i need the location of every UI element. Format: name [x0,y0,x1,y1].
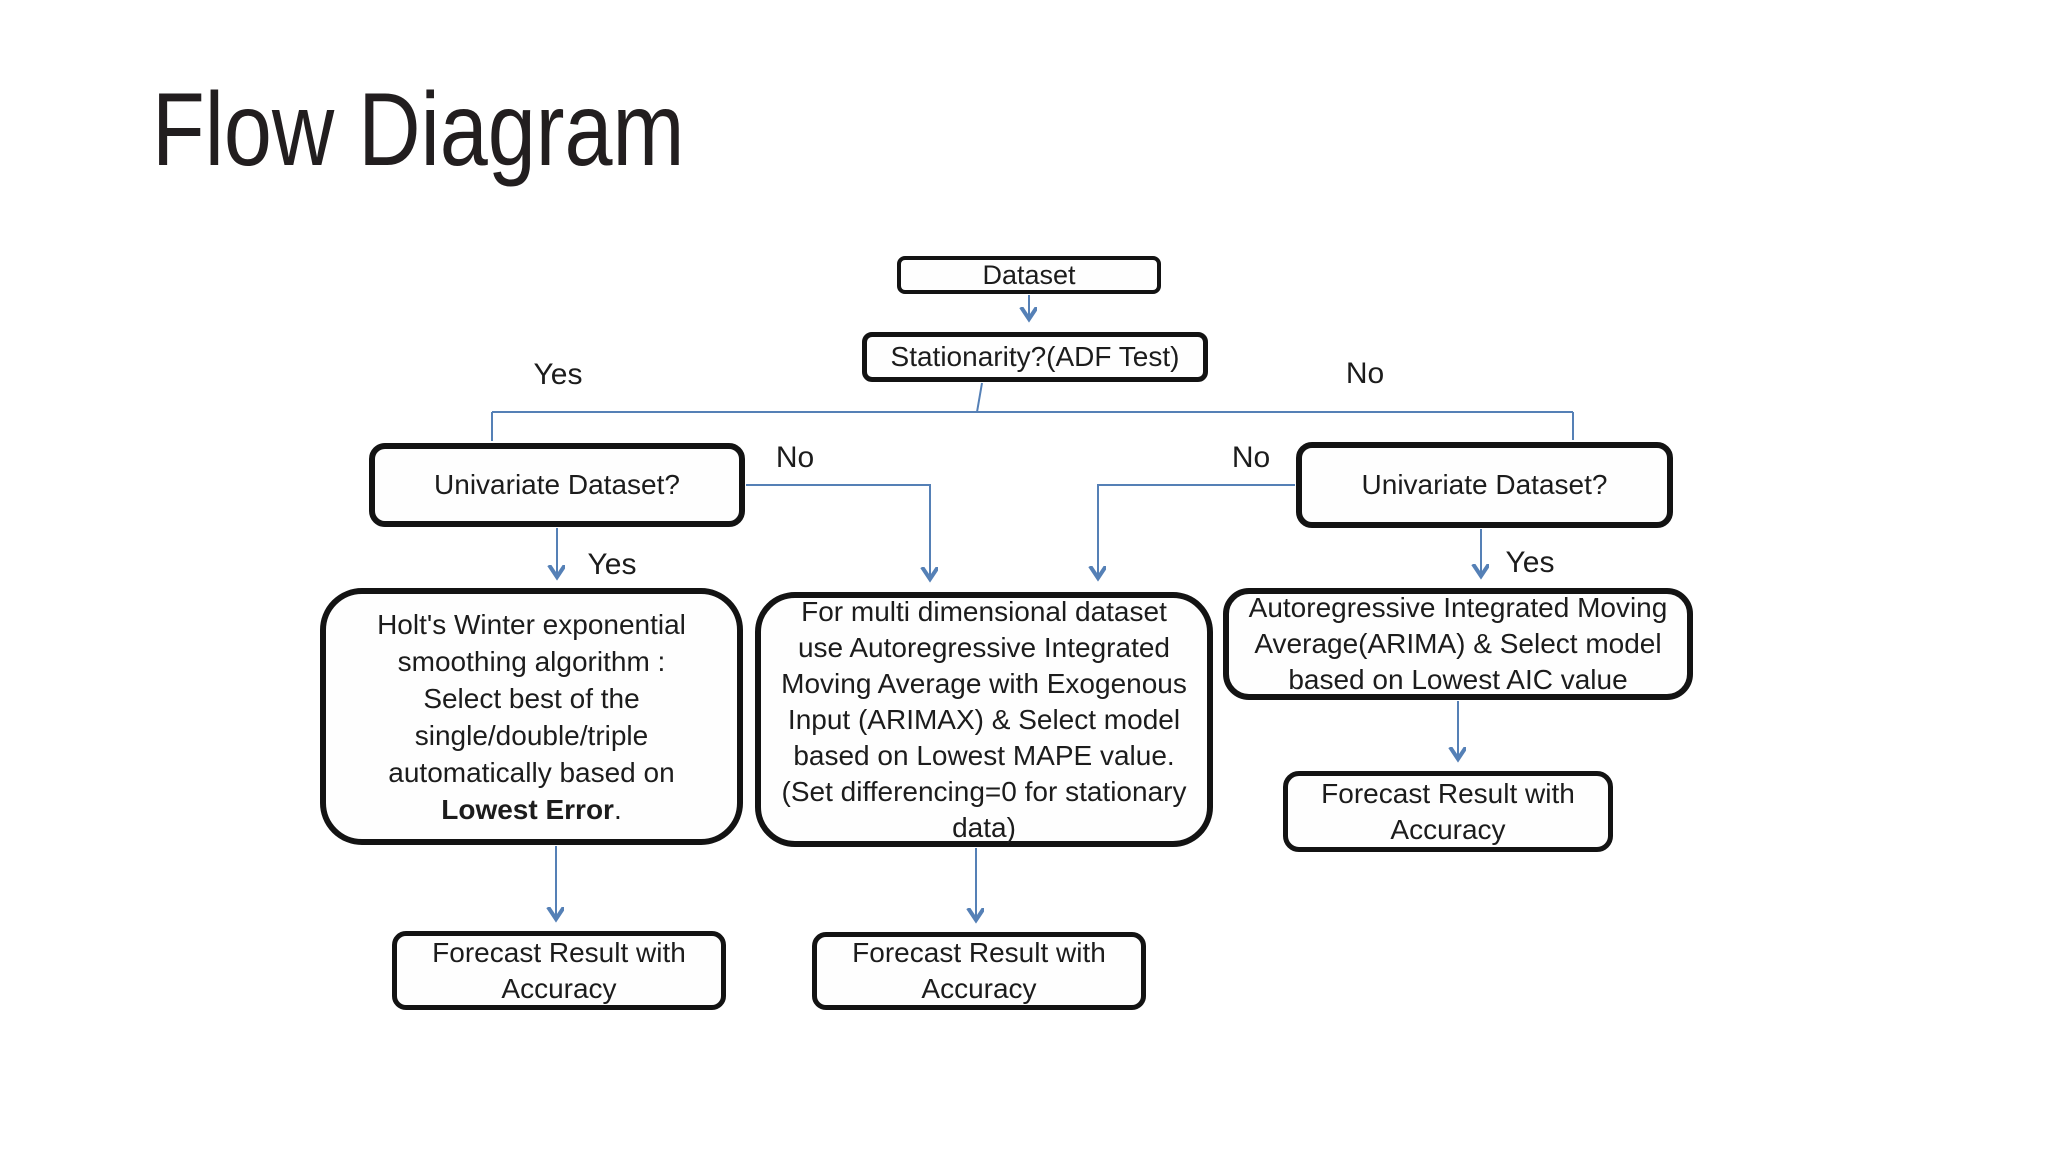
node-univariate-dataset-left: Univariate Dataset? [369,443,745,527]
node-stationarity-adf-test: Stationarity?(ADF Test) [862,332,1208,382]
edge-label-yes-stationary: Yes [533,358,583,391]
edge-label-no-stationary: No [1345,357,1385,390]
node-univariate-dataset-right: Univariate Dataset? [1296,442,1673,528]
node-dataset: Dataset [897,256,1161,294]
edge-label-yes-univariate-left: Yes [587,548,637,581]
edge-label-no-univariate-right: No [1231,441,1271,474]
page-title: Flow Diagram [152,72,685,188]
connector-univariate-right-no [1098,484,1295,577]
connector-univariate-left-no [746,484,930,578]
edge-label-yes-univariate-right: Yes [1505,546,1555,579]
connector-stationarity-stub [976,382,983,413]
edge-label-no-univariate-left: No [775,441,815,474]
